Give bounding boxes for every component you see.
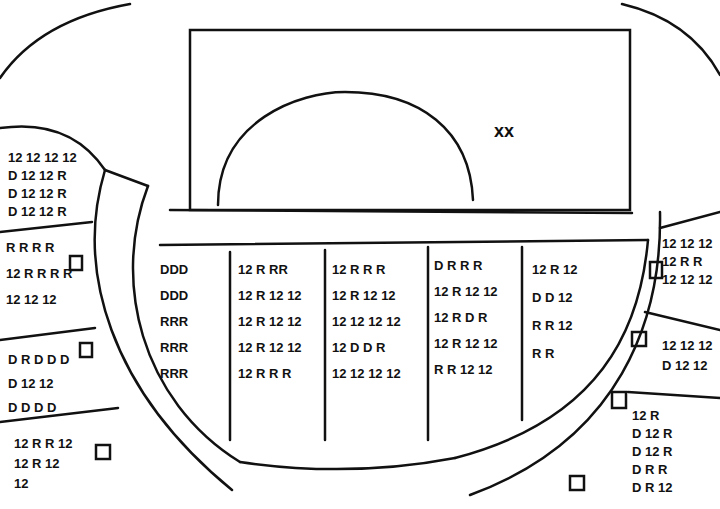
seat-row: 12 R R R [332, 262, 385, 277]
wall-line [105, 170, 148, 186]
seat-row: D R D D D [8, 352, 69, 367]
section-divider [324, 250, 327, 440]
seat-row: 12 12 12 12 [332, 314, 401, 329]
seat-row: D R 12 [632, 480, 672, 495]
seat-row: DDD [160, 288, 188, 303]
stand-line [660, 212, 720, 228]
seat-row: 12 12 12 12 [8, 150, 77, 165]
seat-row: D 12 12 R [8, 186, 67, 201]
outer-curve [0, 4, 130, 78]
section-divider [521, 247, 524, 420]
seat-row: D 12 12 [662, 358, 708, 373]
stand-line [645, 312, 720, 330]
seat-row: 12 R 12 12 [434, 284, 498, 299]
seat-row: R R 12 [532, 318, 572, 333]
seat-row: D 12 R [632, 426, 672, 441]
seat-row: D 12 R [632, 444, 672, 459]
seat-row: 12 D D R [332, 340, 385, 355]
seat-row: R R [532, 346, 554, 361]
seat-row: D 12 12 R [8, 204, 67, 219]
seat-row: D R R [632, 462, 667, 477]
stand-line [628, 392, 720, 398]
wall-line [240, 458, 455, 469]
stage-box [190, 30, 630, 210]
seat-row: 12 R 12 12 [332, 288, 396, 303]
seat-row: 12 12 12 [662, 338, 713, 353]
entry-tab [570, 476, 584, 490]
seat-row: R R 12 12 [434, 362, 493, 377]
entry-tab [612, 392, 626, 408]
section-divider [427, 247, 430, 440]
seat-row: RRR [160, 340, 188, 355]
seat-row: DDD [160, 262, 188, 277]
stage-mark: xx [494, 124, 514, 139]
seat-row: 12 R [632, 408, 659, 423]
outer-curve [622, 4, 720, 75]
seat-row: 12 12 12 [662, 236, 713, 251]
seat-row: 12 R 12 12 [238, 288, 302, 303]
entry-tab [80, 343, 92, 357]
seat-row: 12 R RR [238, 262, 288, 277]
stand-line [0, 126, 105, 170]
seat-row: 12 R 12 12 [434, 336, 498, 351]
seat-row: D D 12 [532, 290, 572, 305]
entry-tab [96, 445, 110, 459]
seat-row: 12 R D R [434, 310, 487, 325]
seat-row: D R R R [434, 258, 482, 273]
seat-row: RRR [160, 314, 188, 329]
seat-row: D D D D [8, 400, 56, 415]
seat-row: D 12 12 [8, 376, 54, 391]
stand-line [0, 222, 92, 232]
seat-row: 12 12 12 12 [332, 366, 401, 381]
seat-row: 12 R R [662, 254, 702, 269]
section-line [160, 240, 648, 245]
seat-row: 12 R 12 [14, 456, 60, 471]
entry-tab [650, 262, 662, 278]
seat-row: 12 R 12 12 [238, 314, 302, 329]
stage-front [170, 210, 632, 213]
seat-row: R R R R [6, 240, 54, 255]
seat-row: RRR [160, 366, 188, 381]
seat-row: 12 R R R [238, 366, 291, 381]
seat-row: D 12 12 R [8, 168, 67, 183]
wall-line [470, 212, 660, 495]
stage-arc [218, 92, 473, 205]
seat-row: 12 R R 12 [14, 436, 73, 451]
entry-tab [632, 332, 646, 346]
seat-row: 12 R 12 [532, 262, 578, 277]
section-divider [229, 252, 232, 440]
wall-line [133, 186, 240, 462]
seat-row: 12 R R R R [6, 266, 72, 281]
seat-row: 12 12 12 [662, 272, 713, 287]
seat-row: 12 R 12 12 [238, 340, 302, 355]
stand-line [0, 328, 95, 340]
seat-row: 12 [14, 476, 28, 491]
seat-row: 12 12 12 [6, 292, 57, 307]
